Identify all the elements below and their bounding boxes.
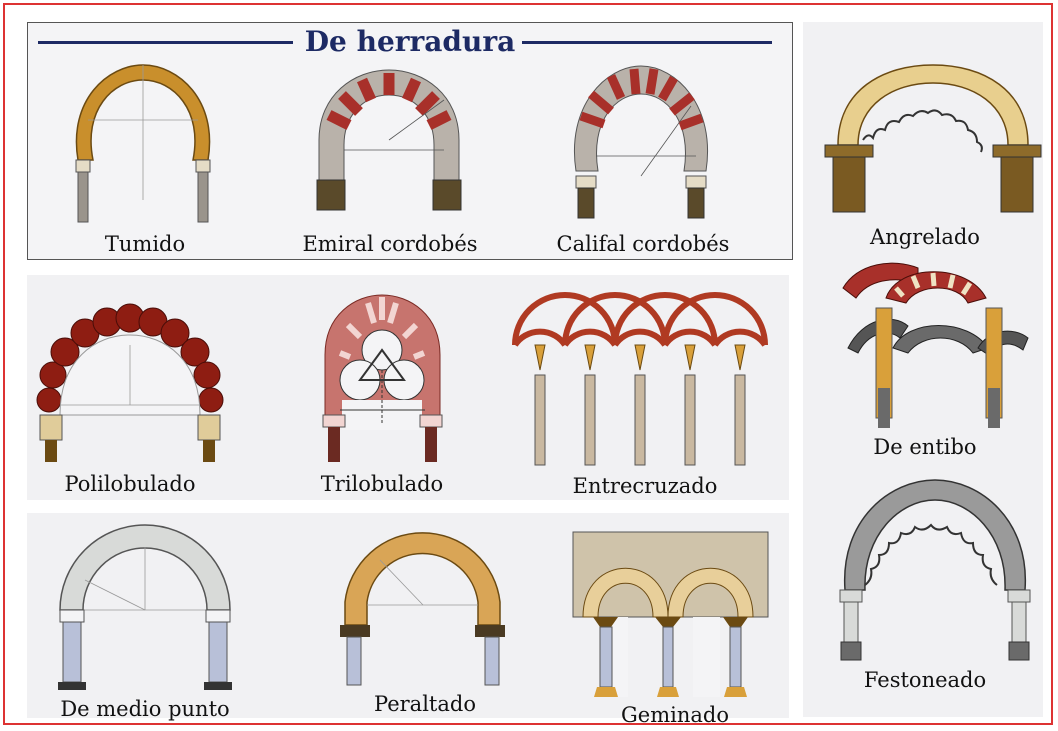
caption-festoneado: Festoneado <box>863 668 987 692</box>
caption-geminado: Geminado <box>621 703 729 727</box>
medio-punto-arch <box>58 524 232 690</box>
entrecruzado-arches <box>512 292 768 466</box>
emiral-arch <box>316 69 462 211</box>
caption-tumido: Tumido <box>104 232 186 256</box>
polilobulado-arch <box>36 303 224 462</box>
caption-califal: Califal cordobés <box>556 232 730 256</box>
entibo-arches <box>842 262 1029 428</box>
herradura-group: De herradura <box>27 22 793 260</box>
caption-peraltado: Peraltado <box>374 692 476 716</box>
califal-arch <box>574 65 708 219</box>
trilobulado-arch <box>322 294 443 462</box>
caption-trilobulado: Trilobulado <box>320 472 444 496</box>
caption-emiral: Emiral cordobés <box>302 232 478 256</box>
caption-entrecruzado: Entrecruzado <box>572 474 718 498</box>
angrelado-arch <box>824 64 1042 213</box>
caption-angrelado: Angrelado <box>870 225 980 249</box>
festoneado-arch <box>839 479 1031 661</box>
title-rule-right <box>522 41 772 44</box>
title-rule-left <box>38 41 293 44</box>
caption-entibo: De entibo <box>873 435 977 459</box>
section-title: De herradura <box>304 25 516 58</box>
geminado-arches <box>572 531 769 697</box>
caption-medio-punto: De medio punto <box>60 697 230 721</box>
peraltado-arch <box>340 532 505 686</box>
tumido-arch <box>75 64 211 223</box>
caption-polilobulado: Polilobulado <box>64 472 196 496</box>
